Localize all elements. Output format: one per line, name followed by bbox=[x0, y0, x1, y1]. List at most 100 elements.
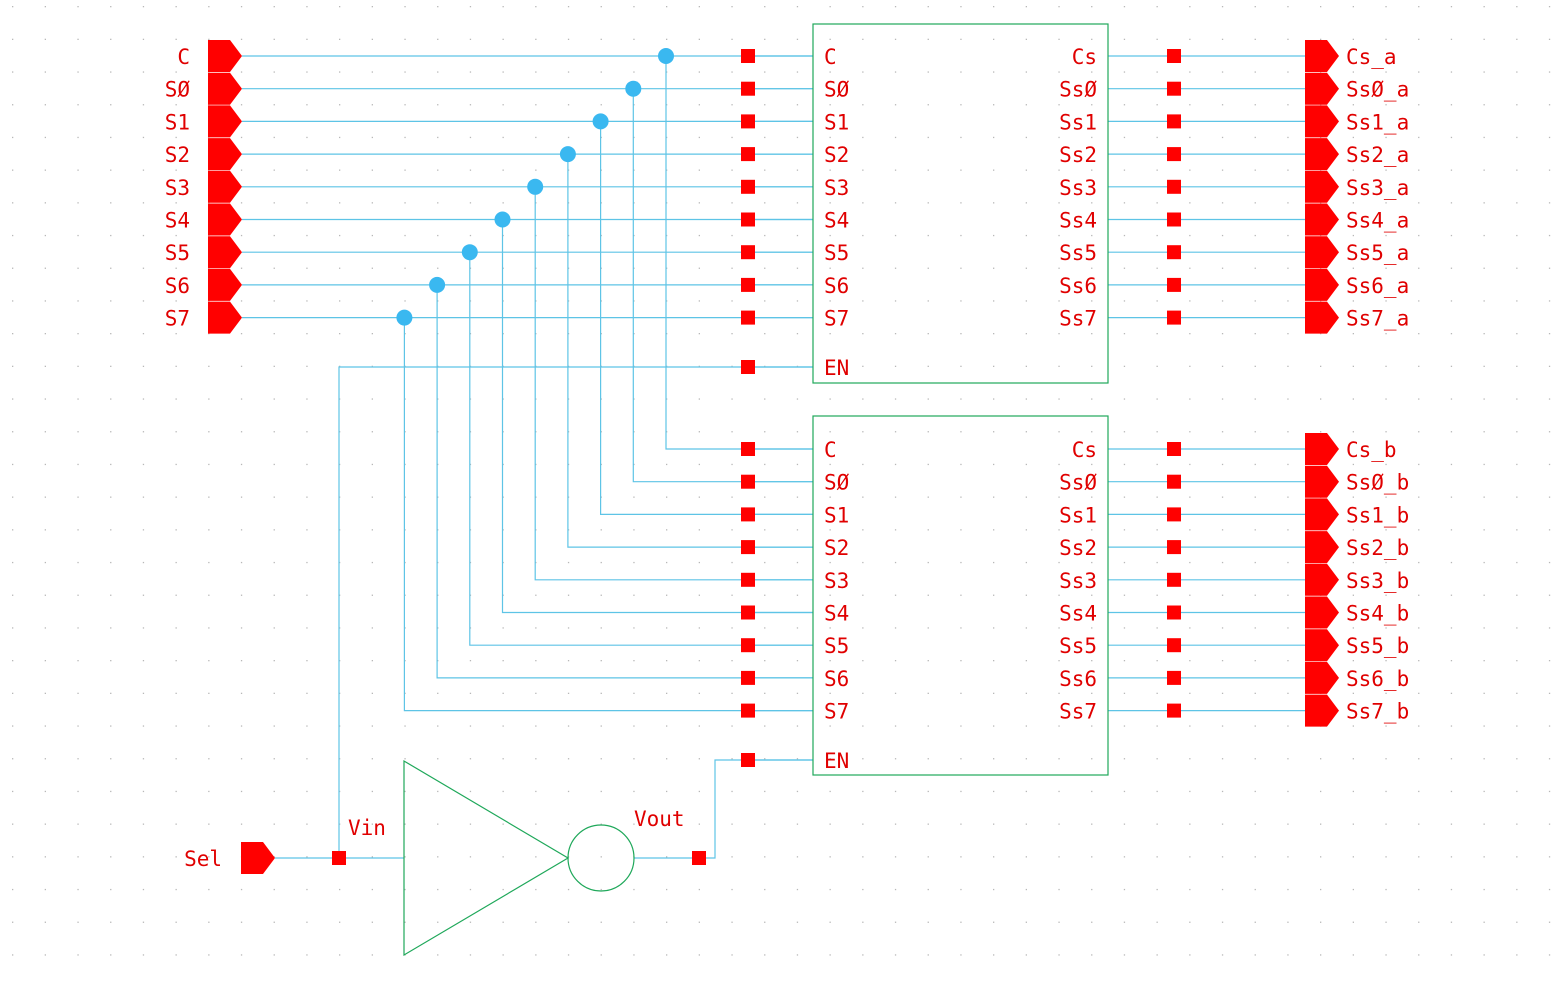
wire-input-b-6[interactable] bbox=[469, 252, 813, 646]
block-b-output-port-0[interactable] bbox=[1305, 433, 1339, 465]
block-b-output-pin-3[interactable] bbox=[1167, 540, 1181, 555]
block-b-output-pin-2[interactable] bbox=[1167, 507, 1181, 522]
wire-inverter-to-enable-b[interactable] bbox=[634, 759, 813, 859]
block-b-output-pin-5[interactable] bbox=[1167, 605, 1181, 620]
grid-dot bbox=[273, 856, 275, 858]
grid-dot bbox=[1450, 758, 1453, 760]
block-b-output-port-4[interactable] bbox=[1305, 563, 1339, 596]
wire-input-b-8[interactable] bbox=[403, 317, 813, 712]
block-b-output-pin-1[interactable] bbox=[1167, 474, 1181, 489]
block-a-output-pin-8[interactable] bbox=[1167, 310, 1181, 325]
grid-dot bbox=[1058, 627, 1060, 629]
block-b-input-pin-5[interactable] bbox=[741, 605, 755, 620]
grid-dot bbox=[1156, 398, 1158, 400]
input-port-7[interactable] bbox=[208, 268, 242, 301]
grid-dot bbox=[1025, 300, 1027, 302]
grid-dot bbox=[764, 398, 766, 400]
block-a-output-pin-5[interactable] bbox=[1167, 212, 1181, 227]
block-a-output-pin-0[interactable] bbox=[1167, 49, 1181, 63]
block-b-output-port-1[interactable] bbox=[1305, 465, 1339, 498]
block-a-output-port-0[interactable] bbox=[1305, 40, 1339, 72]
block-a-output-port-4[interactable] bbox=[1305, 170, 1339, 203]
block-b-output-pin-7[interactable] bbox=[1167, 670, 1181, 685]
block-b-output-pin-6[interactable] bbox=[1167, 638, 1181, 653]
input-port-4[interactable] bbox=[208, 170, 242, 203]
input-port-2[interactable] bbox=[208, 105, 242, 138]
block-b-input-pin-7[interactable] bbox=[741, 670, 755, 685]
block-a-output-port-2[interactable] bbox=[1305, 105, 1339, 138]
inverter-input-pin[interactable] bbox=[332, 851, 346, 865]
grid-dot bbox=[502, 234, 504, 237]
grid-dot bbox=[44, 431, 46, 433]
block-a-output-port-8[interactable] bbox=[1305, 301, 1339, 334]
block-b-input-pin-1[interactable] bbox=[741, 474, 755, 489]
block-b-output-port-5[interactable] bbox=[1305, 596, 1339, 629]
block-b-body[interactable] bbox=[812, 415, 1109, 776]
inverter-bubble[interactable] bbox=[567, 824, 635, 892]
sel-port-label: Sel bbox=[184, 847, 222, 871]
block-b-output-pin-4[interactable] bbox=[1167, 572, 1181, 587]
block-a-input-pin-3[interactable] bbox=[741, 147, 755, 162]
block-a-input-pin-2[interactable] bbox=[741, 114, 755, 129]
block-b-input-pin-4[interactable] bbox=[741, 572, 755, 587]
block-a-output-pin-4[interactable] bbox=[1167, 179, 1181, 194]
block-a-output-port-5[interactable] bbox=[1305, 203, 1339, 236]
block-b-input-pin-2[interactable] bbox=[741, 507, 755, 522]
block-a-input-pin-0[interactable] bbox=[741, 49, 755, 63]
block-b-input-pin-0[interactable] bbox=[741, 442, 755, 456]
wire-input-b-4[interactable] bbox=[534, 186, 813, 581]
block-a-output-port-3[interactable] bbox=[1305, 138, 1339, 171]
block-b-output-pin-0[interactable] bbox=[1167, 442, 1181, 456]
wire-input-b-5[interactable] bbox=[501, 219, 814, 614]
block-a-output-pin-1[interactable] bbox=[1167, 81, 1181, 96]
grid-dot bbox=[633, 529, 635, 531]
grid-dot bbox=[437, 202, 439, 204]
block-a-output-port-1[interactable] bbox=[1305, 72, 1339, 105]
block-a-input-pin-5[interactable] bbox=[741, 212, 755, 227]
grid-dot bbox=[1516, 561, 1518, 564]
inverter-output-pin[interactable] bbox=[692, 851, 706, 865]
block-a-output-pin-2[interactable] bbox=[1167, 114, 1181, 129]
block-a-input-pin-4[interactable] bbox=[741, 179, 755, 194]
block-b-output-port-7[interactable] bbox=[1305, 661, 1339, 694]
grid-dot bbox=[208, 758, 210, 760]
block-b-output-port-6[interactable] bbox=[1305, 629, 1339, 662]
input-port-3[interactable] bbox=[208, 138, 242, 171]
block-b-input-pin-6[interactable] bbox=[741, 638, 755, 653]
block-a-output-pin-6[interactable] bbox=[1167, 245, 1181, 260]
grid-dot bbox=[1123, 660, 1126, 662]
block-a-output-pin-3[interactable] bbox=[1167, 147, 1181, 162]
block-b-input-pin-9[interactable] bbox=[741, 753, 755, 767]
input-port-8[interactable] bbox=[208, 301, 242, 334]
block-b-input-pin-8[interactable] bbox=[741, 703, 755, 718]
block-b-input-pin-3[interactable] bbox=[741, 540, 755, 555]
input-port-6[interactable] bbox=[208, 236, 242, 269]
sel-port[interactable] bbox=[241, 842, 275, 874]
grid-dot bbox=[1025, 431, 1027, 433]
wire-input-b-3[interactable] bbox=[567, 154, 813, 548]
input-port-1[interactable] bbox=[208, 72, 242, 105]
input-port-0[interactable] bbox=[208, 40, 242, 72]
block-a-input-pin-7[interactable] bbox=[741, 277, 755, 292]
block-a-output-pin-7[interactable] bbox=[1167, 277, 1181, 292]
block-a-input-pin-6[interactable] bbox=[741, 245, 755, 260]
wire-sel-to-enable-a[interactable] bbox=[338, 366, 813, 858]
block-a-input-pin-1[interactable] bbox=[741, 81, 755, 96]
block-a-input-pin-9[interactable] bbox=[741, 360, 755, 374]
block-b-output-port-8[interactable] bbox=[1305, 694, 1339, 727]
block-a-body[interactable] bbox=[812, 23, 1109, 384]
block-b-output-pin-8[interactable] bbox=[1167, 703, 1181, 718]
block-a-output-port-7[interactable] bbox=[1305, 268, 1339, 301]
block-b-output-port-2[interactable] bbox=[1305, 498, 1339, 531]
grid-dot bbox=[110, 38, 112, 40]
block-a-output-port-6[interactable] bbox=[1305, 236, 1339, 269]
wire-input-b-7[interactable] bbox=[436, 284, 813, 679]
inverter-triangle[interactable] bbox=[403, 759, 570, 957]
grid-dot bbox=[567, 594, 570, 596]
input-port-5[interactable] bbox=[208, 203, 242, 236]
block-b-output-port-3[interactable] bbox=[1305, 531, 1339, 564]
block-a-input-pin-8[interactable] bbox=[741, 310, 755, 325]
grid-dot bbox=[927, 6, 929, 8]
